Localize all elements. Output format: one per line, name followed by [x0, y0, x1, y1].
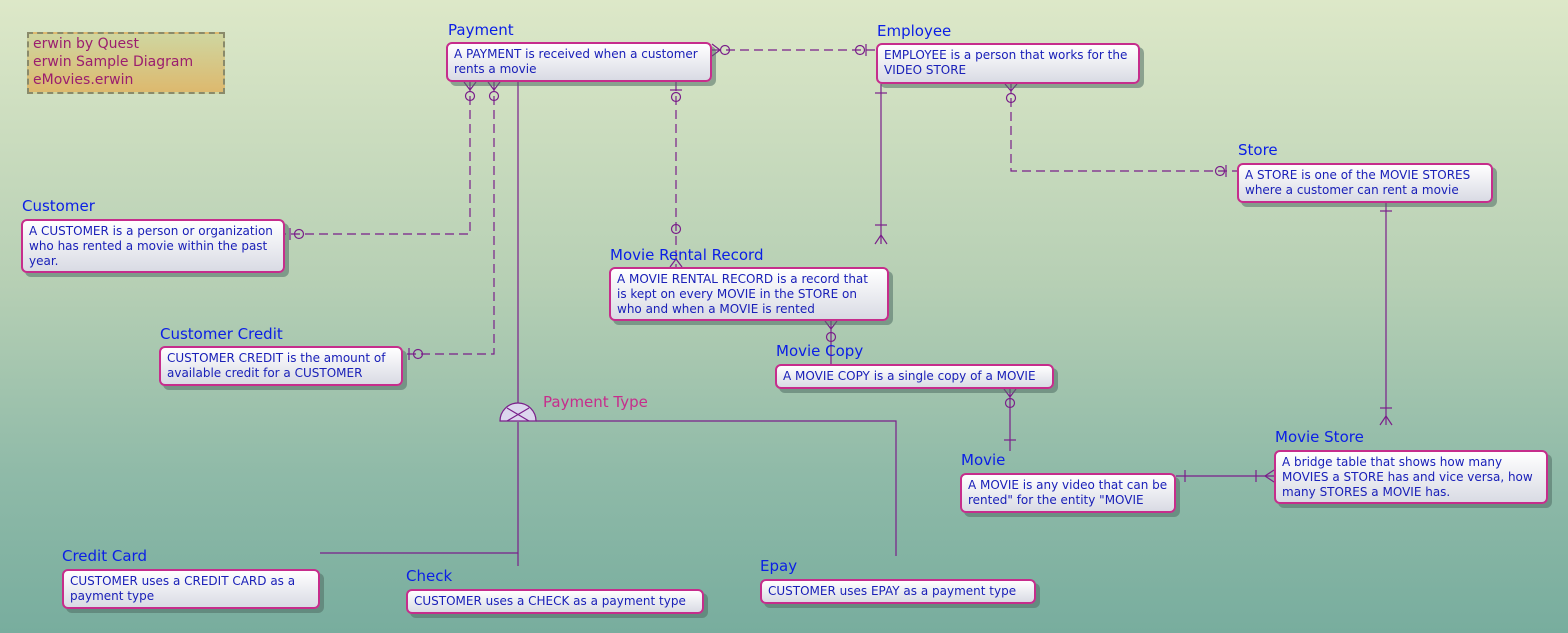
entity-movie-copy[interactable]: A MOVIE COPY is a single copy of a MOVIE — [775, 364, 1054, 389]
rel-employee-store — [1010, 84, 1238, 172]
entity-epay[interactable]: CUSTOMER uses EPAY as a payment type — [760, 579, 1036, 604]
entity-check[interactable]: CUSTOMER uses a CHECK as a payment type — [406, 589, 704, 614]
entity-title-epay: Epay — [760, 557, 798, 575]
entity-customer[interactable]: A CUSTOMER is a person or organization w… — [21, 219, 285, 273]
entity-title-movie: Movie — [961, 451, 1006, 469]
subtype-label-payment-type: Payment Type — [543, 393, 648, 411]
entity-title-employee: Employee — [877, 22, 952, 40]
entity-movie[interactable]: A MOVIE is any video that can be rented"… — [960, 473, 1176, 513]
subtype-to-credit-card — [320, 422, 519, 554]
entity-title-movie-store: Movie Store — [1275, 428, 1364, 446]
entity-title-customer: Customer — [22, 197, 95, 215]
subtype-to-epay — [536, 420, 897, 556]
rel-payment-customer-credit — [403, 82, 495, 355]
entity-credit-card[interactable]: CUSTOMER uses a CREDIT CARD as a payment… — [62, 569, 320, 609]
entity-title-payment: Payment — [448, 21, 514, 39]
entity-payment[interactable]: A PAYMENT is received when a customer re… — [446, 42, 712, 82]
legend-line: eMovies.erwin — [33, 72, 134, 88]
subtype-symbol — [499, 402, 537, 422]
entity-title-check: Check — [406, 567, 453, 585]
entity-title-customer-credit: Customer Credit — [160, 325, 283, 343]
entity-store[interactable]: A STORE is one of the MOVIE STORES where… — [1237, 163, 1493, 203]
entity-title-movie-rental-record: Movie Rental Record — [610, 246, 764, 264]
entity-movie-store[interactable]: A bridge table that shows how many MOVIE… — [1274, 450, 1548, 504]
entity-title-store: Store — [1238, 141, 1278, 159]
entity-title-credit-card: Credit Card — [62, 547, 147, 565]
diagram-legend: erwin by Quest erwin Sample Diagram eMov… — [27, 32, 225, 94]
legend-line: erwin Sample Diagram — [33, 54, 194, 70]
entity-employee[interactable]: EMPLOYEE is a person that works for the … — [876, 43, 1140, 84]
entity-title-movie-copy: Movie Copy — [776, 342, 864, 360]
rel-payment-customer — [284, 82, 471, 235]
entity-customer-credit[interactable]: CUSTOMER CREDIT is the amount of availab… — [159, 346, 403, 386]
entity-movie-rental-record[interactable]: A MOVIE RENTAL RECORD is a record that i… — [609, 267, 889, 321]
legend-line: erwin by Quest — [33, 36, 139, 52]
